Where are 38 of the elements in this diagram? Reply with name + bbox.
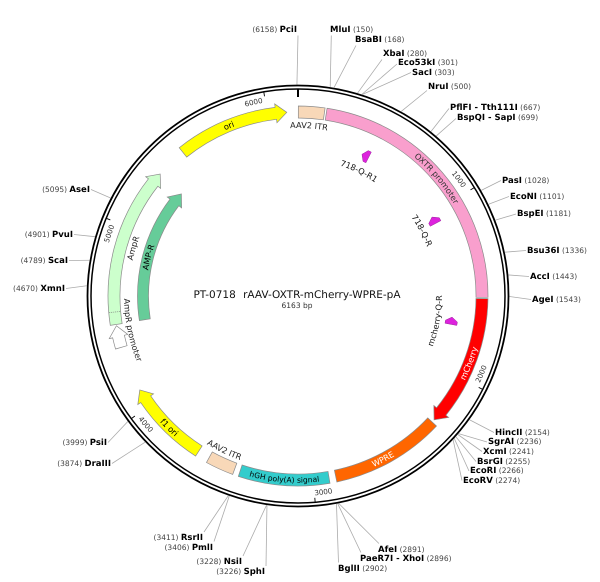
leader-line — [430, 108, 450, 132]
feature-label: f1 ori — [158, 416, 180, 438]
feature-label: ori — [222, 118, 236, 132]
leader-line — [334, 45, 356, 88]
leader-line — [90, 189, 111, 198]
leader-line — [112, 442, 146, 464]
leader-line — [66, 285, 88, 289]
feature-label: AAV2 ITR — [290, 120, 329, 132]
leader-line — [488, 196, 510, 205]
leader-line — [362, 72, 412, 95]
leader-line — [457, 434, 482, 452]
leader-line — [204, 495, 229, 532]
leader-line — [330, 35, 332, 88]
leader-line — [495, 214, 516, 221]
map-title: PT-0718 rAAV-OXTR-mCherry-WPRE-pA — [193, 288, 401, 302]
leader-line — [508, 274, 530, 277]
leader-line — [469, 419, 494, 433]
leader-line — [266, 504, 268, 566]
leader-line — [242, 504, 267, 556]
leader-line — [452, 439, 462, 481]
leader-line — [357, 59, 382, 94]
leader-line — [458, 433, 488, 442]
leader-line — [361, 64, 398, 95]
leader-line — [336, 504, 339, 563]
leader-line — [74, 234, 96, 238]
leader-line — [296, 35, 298, 85]
leader-line — [214, 496, 230, 542]
leader-line — [509, 296, 532, 300]
leader-line — [337, 503, 362, 553]
leader-line — [436, 118, 456, 136]
leader-line — [338, 503, 380, 544]
leader-line — [108, 421, 128, 443]
leader-line — [504, 250, 526, 253]
leader-line — [480, 180, 502, 191]
leader-line — [454, 438, 470, 472]
leader-line — [400, 90, 428, 112]
leader-line — [455, 436, 476, 462]
leader-line — [68, 260, 90, 261]
